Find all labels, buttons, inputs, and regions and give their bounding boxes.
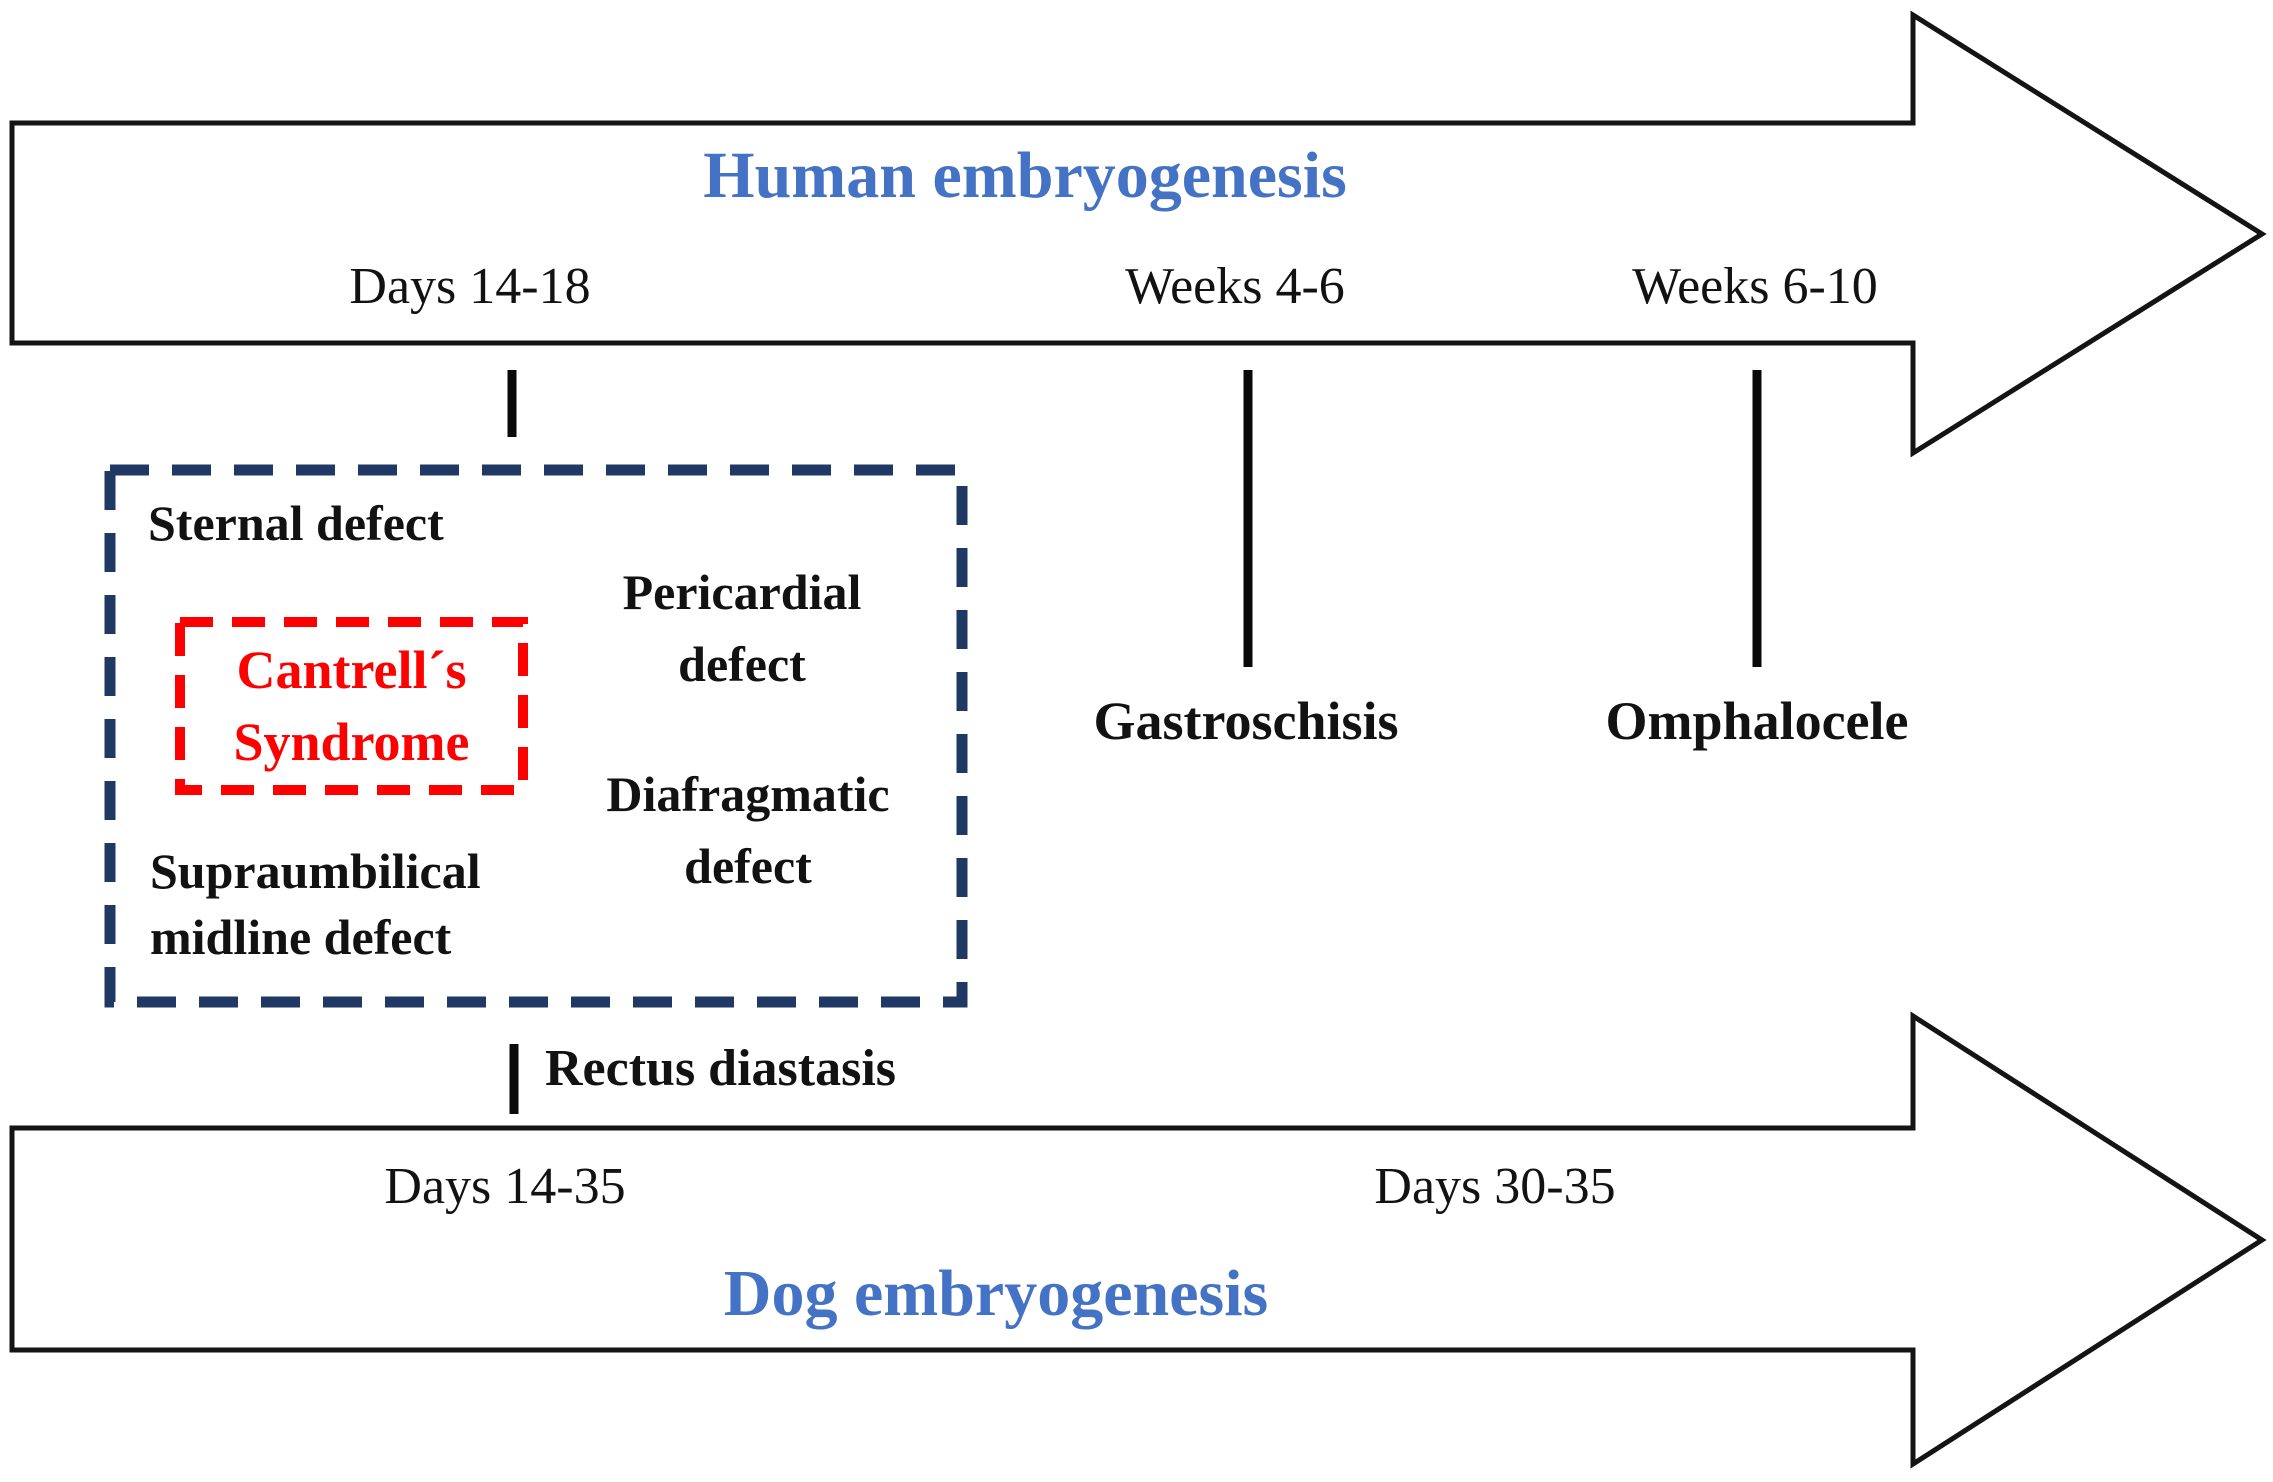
human-timeline-arrow <box>9 10 2267 458</box>
defect-diafragmatic: Diafragmatic defect <box>606 758 889 902</box>
cantrell-syndrome-label: Cantrell´s Syndrome <box>180 622 523 790</box>
human-stage-weeks-6-10: Weeks 6-10 <box>1632 258 1878 315</box>
defect-diafragmatic-line1: Diafragmatic <box>606 766 890 822</box>
rectus-diastasis-label: Rectus diastasis <box>545 1040 897 1097</box>
cantrell-line1: Cantrell´s <box>236 640 467 700</box>
human-timeline-title: Human embryogenesis <box>703 139 1347 212</box>
dog-timeline-title: Dog embryogenesis <box>723 1257 1269 1330</box>
defect-supraumbilical-line2: midline defect <box>150 909 452 965</box>
defect-diafragmatic-line2: defect <box>684 838 812 894</box>
cantrell-line2: Syndrome <box>233 712 470 772</box>
dog-stage-days-30-35: Days 30-35 <box>1374 1158 1616 1215</box>
defect-supraumbilical: Supraumbilical midline defect <box>150 838 481 970</box>
dog-stage-days-14-35: Days 14-35 <box>384 1158 626 1215</box>
defect-sternal: Sternal defect <box>148 495 444 551</box>
dog-timeline-arrow <box>9 1011 2267 1469</box>
human-stage-days-14-18: Days 14-18 <box>349 258 591 315</box>
defect-pericardial-line2: defect <box>678 636 806 692</box>
human-stage-weeks-4-6: Weeks 4-6 <box>1125 258 1345 315</box>
anomaly-omphalocele: Omphalocele <box>1605 691 1909 751</box>
defect-supraumbilical-line1: Supraumbilical <box>150 843 481 899</box>
defects-dashed-box <box>104 464 968 1008</box>
defect-pericardial: Pericardial defect <box>623 556 862 700</box>
defect-pericardial-line1: Pericardial <box>622 564 862 620</box>
cantrell-dashed-box <box>175 617 528 795</box>
anomaly-gastroschisis: Gastroschisis <box>1093 691 1399 751</box>
